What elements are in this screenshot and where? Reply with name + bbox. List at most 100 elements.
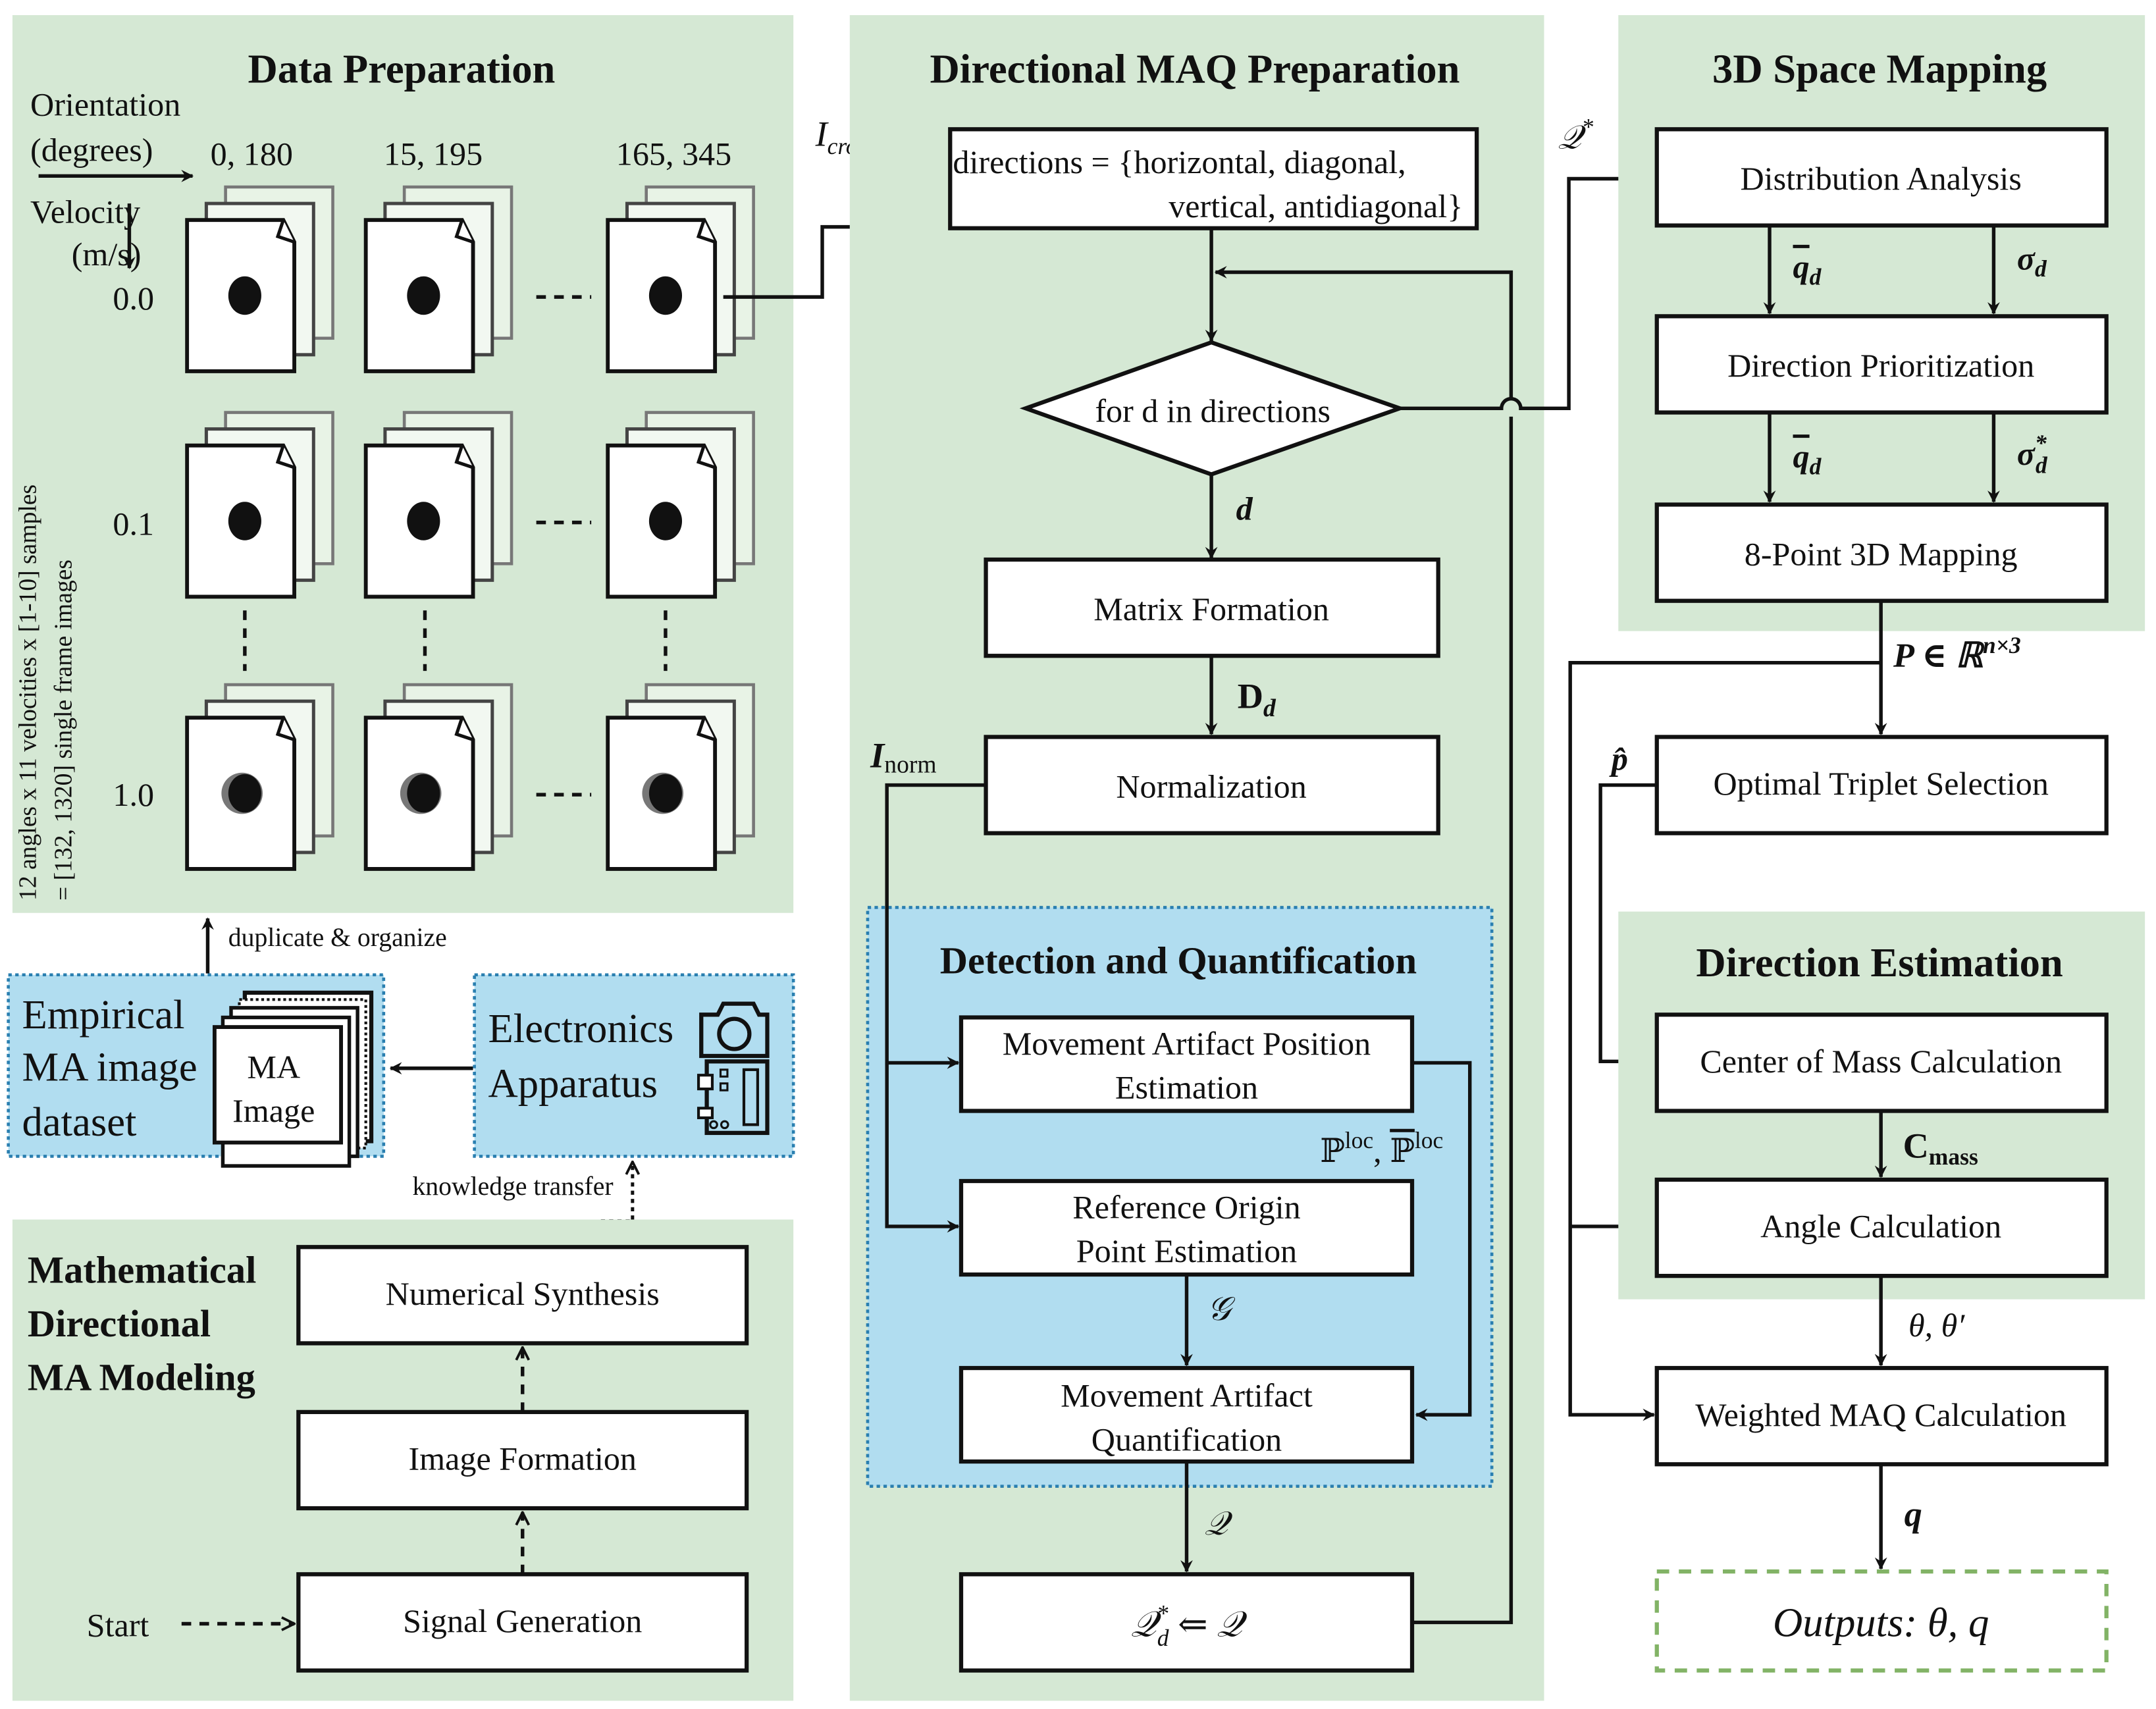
svg-text:directions = {horizontal, diag: directions = {horizontal, diagonal, bbox=[953, 144, 1406, 180]
reference-origin-box[interactable]: Reference Origin Point Estimation bbox=[959, 1178, 1415, 1277]
detection-quantification-panel: Detection and Quantification Movement Ar… bbox=[866, 906, 1494, 1488]
image-stack bbox=[187, 413, 332, 597]
theta-label: θ, θ′ bbox=[1908, 1307, 1965, 1344]
svg-text:vertical, antidiagonal}: vertical, antidiagonal} bbox=[1169, 188, 1463, 224]
svg-text:Point Estimation: Point Estimation bbox=[1076, 1232, 1297, 1269]
cmass-label: Cmass bbox=[1903, 1126, 1978, 1170]
assignment-box[interactable]: 𝒬*d ⇐ 𝒬 bbox=[959, 1572, 1415, 1673]
orientation-value: 0, 180 bbox=[211, 136, 293, 172]
image-stack bbox=[366, 685, 512, 869]
electronics-title: Electronics bbox=[488, 1005, 674, 1051]
weighted-maq-box[interactable]: Weighted MAQ Calculation bbox=[1654, 1365, 2109, 1467]
svg-text:MA image: MA image bbox=[22, 1044, 197, 1090]
modeling-title: Mathematical bbox=[28, 1249, 256, 1292]
svg-text:Estimation: Estimation bbox=[1115, 1069, 1258, 1106]
artifact-blob bbox=[228, 276, 261, 315]
matrix-formation-box[interactable]: Matrix Formation bbox=[984, 557, 1440, 658]
start-label: Start bbox=[87, 1606, 149, 1643]
outputs-box: Outputs: θ, q bbox=[1654, 1569, 2109, 1673]
svg-text:Image Formation: Image Formation bbox=[408, 1440, 637, 1477]
svg-text:8-Point 3D Mapping: 8-Point 3D Mapping bbox=[1745, 535, 2018, 572]
svg-text:Outputs: θ, q: Outputs: θ, q bbox=[1773, 1599, 1989, 1645]
loop-decision[interactable]: for d in directions bbox=[1019, 340, 1406, 477]
artifact-blob bbox=[228, 774, 261, 813]
direction-estimation-panel: Direction Estimation Center of Mass Calc… bbox=[1618, 911, 2145, 1300]
svg-text:Image: Image bbox=[232, 1092, 315, 1129]
center-of-mass-box[interactable]: Center of Mass Calculation bbox=[1654, 1012, 2109, 1113]
image-stack bbox=[187, 187, 332, 371]
signal-generation-step[interactable]: Signal Generation bbox=[296, 1572, 749, 1673]
directions-box[interactable]: directions = {horizontal, diagonal, vert… bbox=[948, 127, 1479, 230]
position-estimation-box[interactable]: Movement Artifact Position Estimation bbox=[959, 1015, 1415, 1113]
svg-text:𝒬*d ⇐ 𝒬: 𝒬*d ⇐ 𝒬 bbox=[1131, 1600, 1248, 1651]
artifact-blob bbox=[407, 276, 440, 315]
modeling-panel: Mathematical Directional MA Modeling Num… bbox=[12, 1219, 794, 1701]
empirical-title: Empirical bbox=[22, 991, 185, 1038]
quantification-box[interactable]: Movement Artifact Quantification bbox=[959, 1365, 1415, 1464]
loop-feedback-connector bbox=[1215, 273, 1513, 1625]
inorm-label: Inorm bbox=[870, 735, 936, 778]
svg-text:Reference Origin: Reference Origin bbox=[1072, 1188, 1300, 1225]
normalization-box[interactable]: Normalization bbox=[984, 735, 1440, 835]
svg-text:Direction Prioritization: Direction Prioritization bbox=[1727, 347, 2034, 384]
duplicate-label: duplicate & organize bbox=[228, 923, 447, 952]
svg-text:12 angles x 11 velocities x [1: 12 angles x 11 velocities x [1-10] sampl… bbox=[14, 485, 41, 901]
orientation-value: 165, 345 bbox=[616, 136, 731, 172]
orientation-label: Orientation bbox=[30, 86, 180, 122]
artifact-blob bbox=[228, 502, 261, 540]
svg-text:Movement Artifact: Movement Artifact bbox=[1061, 1377, 1313, 1414]
p-to-weighted-connector bbox=[1568, 660, 1881, 1421]
sigma-label: σd bbox=[2017, 240, 2047, 281]
artifact-blob bbox=[407, 502, 440, 540]
qstar-label: 𝒬* bbox=[1558, 114, 1593, 156]
camera-icon bbox=[699, 1001, 770, 1059]
q-label: q bbox=[1905, 1494, 1922, 1534]
velocity-value: 1.0 bbox=[113, 776, 154, 813]
svg-text:Numerical Synthesis: Numerical Synthesis bbox=[386, 1275, 660, 1312]
panel-title: Detection and Quantification bbox=[940, 939, 1417, 982]
direction-prioritization-box[interactable]: Direction Prioritization bbox=[1654, 314, 2109, 415]
p-label: P ∈ ℝn×3 bbox=[1893, 632, 2021, 675]
inorm-to-reference-connector bbox=[885, 1063, 960, 1233]
optimal-triplet-box[interactable]: Optimal Triplet Selection bbox=[1654, 735, 2109, 835]
orientation-unit: (degrees) bbox=[30, 131, 153, 168]
empirical-dataset-panel: Empirical MA image dataset MA Image bbox=[7, 973, 386, 1168]
svg-text:= [132, 1320] single frame ima: = [132, 1320] single frame images bbox=[51, 560, 78, 901]
loop-exit-connector bbox=[1400, 172, 1656, 410]
svg-text:Angle Calculation: Angle Calculation bbox=[1760, 1208, 2001, 1245]
ma-image-stack-icon: MA Image bbox=[213, 990, 374, 1168]
image-stack-row-2 bbox=[187, 685, 753, 869]
image-stack-row-0 bbox=[187, 187, 753, 371]
image-stack bbox=[366, 187, 512, 371]
phat-label: p̂ bbox=[1609, 741, 1628, 777]
sample-count-note: 12 angles x 11 velocities x [1-10] sampl… bbox=[14, 485, 77, 901]
data-preparation-panel: Data Preparation Orientation (degrees) V… bbox=[12, 14, 794, 913]
panel-title: Direction Estimation bbox=[1696, 939, 2063, 986]
image-formation-step[interactable]: Image Formation bbox=[296, 1409, 749, 1511]
maq-preparation-panel: Directional MAQ Preparation directions =… bbox=[849, 14, 1544, 1701]
svg-text:Weighted MAQ Calculation: Weighted MAQ Calculation bbox=[1695, 1396, 2066, 1433]
panel-title: 3D Space Mapping bbox=[1712, 45, 2047, 92]
image-stack bbox=[187, 685, 332, 869]
eight-point-mapping-box[interactable]: 8-Point 3D Mapping bbox=[1654, 502, 2109, 603]
velocity-value: 0.0 bbox=[113, 280, 154, 317]
qbar-label: qd bbox=[1793, 248, 1822, 290]
angle-calculation-box[interactable]: Angle Calculation bbox=[1654, 1177, 2109, 1278]
panel-title: Directional MAQ Preparation bbox=[930, 45, 1460, 92]
electronics-apparatus-panel: Electronics Apparatus bbox=[473, 973, 795, 1158]
orientation-value: 15, 195 bbox=[384, 136, 483, 172]
distribution-analysis-box[interactable]: Distribution Analysis bbox=[1654, 127, 2109, 228]
svg-text:Signal Generation: Signal Generation bbox=[403, 1602, 642, 1639]
svg-text:dataset: dataset bbox=[22, 1099, 138, 1145]
numerical-synthesis-step[interactable]: Numerical Synthesis bbox=[296, 1245, 749, 1346]
dd-label: Dd bbox=[1238, 677, 1276, 723]
knowledge-transfer-label: knowledge transfer bbox=[412, 1172, 613, 1201]
inorm-to-position-connector bbox=[885, 783, 986, 1069]
artifact-blob bbox=[648, 276, 683, 315]
image-stack bbox=[608, 187, 753, 371]
circuit-board-icon bbox=[697, 1059, 770, 1136]
position-to-quant-connector bbox=[1412, 1061, 1472, 1421]
image-stack bbox=[366, 413, 512, 597]
velocity-label: Velocity bbox=[30, 193, 140, 230]
